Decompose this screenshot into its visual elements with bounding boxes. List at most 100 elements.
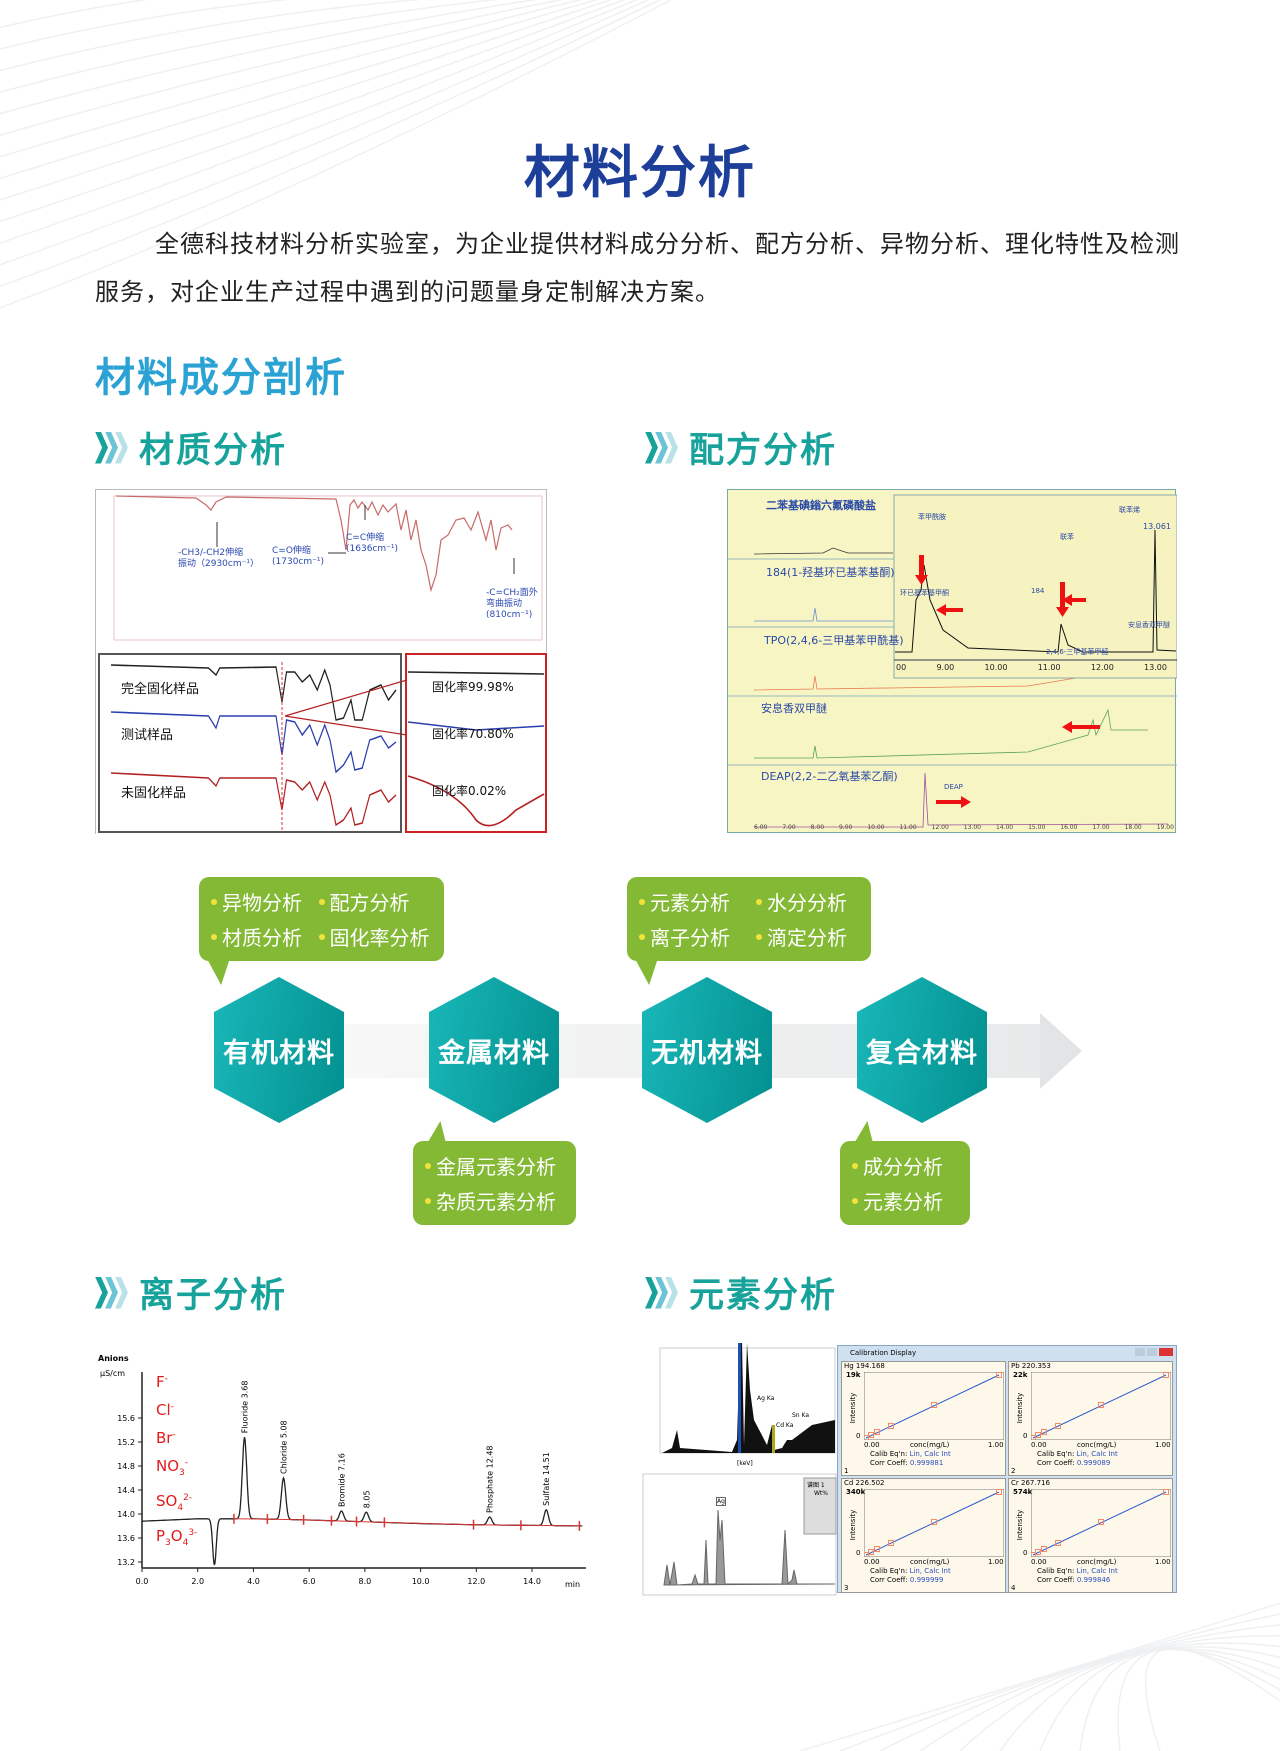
peak-label: Sulfate 14.51 bbox=[542, 1452, 551, 1506]
plot-y0: 0 bbox=[1023, 1549, 1028, 1557]
gcms-tick: 16.00 bbox=[1060, 824, 1078, 831]
ion-legend-item: F- bbox=[156, 1373, 168, 1391]
coeff-value: 0.999846 bbox=[1076, 1576, 1111, 1584]
plot-x1: 1.00 bbox=[1155, 1441, 1171, 1449]
eds-x-unit: [keV] bbox=[737, 1460, 753, 1467]
compound-label: 二苯基碘鎓六氟磷酸盐 bbox=[766, 499, 876, 512]
ftir-annotation-cc: C=C伸缩(1636cm⁻¹) bbox=[346, 533, 399, 554]
window-titlebar: Calibration Display bbox=[838, 1346, 1176, 1360]
bubble-item: 成分分析 bbox=[852, 1151, 958, 1180]
plot-xlabel: conc(mg/L) bbox=[910, 1441, 950, 1449]
bubble-item: 金属元素分析 bbox=[425, 1151, 564, 1180]
inset-tick: 00 bbox=[896, 663, 907, 672]
inset-label: 联苯 bbox=[1060, 533, 1074, 541]
eds-peak-label: Ag bbox=[716, 1497, 726, 1506]
cure-rate: 固化率70.80% bbox=[432, 727, 514, 741]
calibration-plot: Hg 194.168 19k 0 Intensity 0.00 conc(mg/… bbox=[841, 1361, 1006, 1476]
plot-ylabel: Intensity bbox=[849, 1509, 858, 1541]
gcms-tick: 6.00 bbox=[754, 824, 768, 831]
coeff-label: Corr Coeff: bbox=[870, 1459, 908, 1467]
x-axis-unit: min bbox=[565, 1580, 581, 1589]
calibration-point bbox=[1163, 1372, 1169, 1378]
plot-x0: 0.00 bbox=[864, 1558, 880, 1566]
calibration-point bbox=[868, 1432, 874, 1438]
calibration-point bbox=[996, 1489, 1002, 1495]
coeff-label: Corr Coeff: bbox=[1037, 1459, 1075, 1467]
coeff-value: 0.999881 bbox=[909, 1459, 944, 1467]
hex-organic-material: 有机材料 bbox=[214, 977, 344, 1123]
element-analysis-figure: Ag Ka Cd Ka Sn Ka [keV] Ag 谱图 1 Wt% Cali… bbox=[642, 1340, 1178, 1596]
plot-x0: 0.00 bbox=[1031, 1441, 1047, 1449]
y-tick-label: 13.2 bbox=[117, 1558, 135, 1567]
sample-label: 未固化样品 bbox=[121, 786, 187, 801]
bubble-composite: 成分分析 元素分析 bbox=[840, 1141, 970, 1225]
calibration-point bbox=[1041, 1546, 1047, 1552]
gcms-tick: 15.00 bbox=[1028, 824, 1046, 831]
inset-tick: 11.00 bbox=[1037, 663, 1061, 672]
eds-peak-label: Cd Ka bbox=[776, 1422, 794, 1429]
bubble-item: 元素分析 bbox=[852, 1186, 958, 1215]
calibration-plot: Pb 220.353 22k 0 Intensity 0.00 conc(mg/… bbox=[1008, 1361, 1173, 1476]
section-title: 材料成分剖析 bbox=[95, 355, 347, 401]
heading-text: 材质分析 bbox=[139, 431, 288, 471]
plot-x1: 1.00 bbox=[1155, 1558, 1171, 1566]
window-title: Calibration Display bbox=[850, 1349, 917, 1357]
close-button[interactable] bbox=[1159, 1348, 1173, 1356]
gcms-tick: 13.00 bbox=[963, 824, 981, 831]
plot-y0: 0 bbox=[856, 1549, 861, 1557]
inset-tick: 13.00 bbox=[1144, 663, 1167, 672]
compound-label: DEAP(2,2-二乙氧基苯乙酮) bbox=[761, 770, 898, 783]
inset-label: 184 bbox=[1031, 587, 1045, 595]
calibration-point bbox=[874, 1429, 880, 1435]
bubble-item: 元素分析 bbox=[639, 887, 742, 916]
calibration-line bbox=[864, 1489, 1004, 1557]
bubble-item: 滴定分析 bbox=[756, 922, 859, 951]
calibration-point bbox=[888, 1540, 894, 1546]
gcms-figure: 二苯基碘鎓六氟磷酸盐 184(1-羟基环已基苯基酮) TPO(2,4,6-三甲基… bbox=[727, 489, 1177, 833]
gcms-tick: 8.00 bbox=[810, 824, 825, 831]
bubble-metal: 金属元素分析 杂质元素分析 bbox=[413, 1141, 576, 1225]
x-tick-label: 12.0 bbox=[467, 1577, 485, 1586]
gcms-tick: 7.00 bbox=[782, 824, 796, 831]
calibration-point bbox=[1035, 1549, 1041, 1555]
inset-tick: 12.00 bbox=[1090, 663, 1114, 672]
calibration-window: Calibration Display Hg 194.168 19k 0 Int… bbox=[837, 1345, 1177, 1593]
plot-index: 1 bbox=[844, 1467, 849, 1475]
plot-index: 4 bbox=[1011, 1584, 1016, 1592]
maximize-button[interactable] bbox=[1147, 1348, 1157, 1356]
plot-element: Pb 220.353 bbox=[1011, 1362, 1051, 1370]
peak-label: Chloride 5.08 bbox=[280, 1420, 289, 1474]
y-tick-label: 14.8 bbox=[117, 1462, 135, 1471]
x-tick-label: 14.0 bbox=[523, 1577, 541, 1586]
plot-index: 3 bbox=[844, 1584, 849, 1592]
calibration-grid: Hg 194.168 19k 0 Intensity 0.00 conc(mg/… bbox=[838, 1360, 1176, 1594]
sample-label: 测试样品 bbox=[121, 728, 174, 743]
gcms-chromatograms bbox=[728, 494, 1177, 828]
calibration-line bbox=[864, 1372, 1004, 1440]
heading-text: 离子分析 bbox=[139, 1276, 288, 1316]
y-tick-label: 15.6 bbox=[117, 1414, 135, 1423]
ftir-annotation-ch2: -C=CH₂面外弯曲振动(810cm⁻¹) bbox=[486, 588, 538, 620]
bubble-item: 异物分析 bbox=[211, 887, 305, 916]
plot-y0: 0 bbox=[856, 1432, 861, 1440]
inset-label: 安息香双甲醚 bbox=[1128, 621, 1170, 629]
calibration-point bbox=[874, 1546, 880, 1552]
plot-ymax: 19k bbox=[846, 1371, 861, 1379]
x-tick-label: 10.0 bbox=[412, 1577, 430, 1586]
hex-inorganic-material: 无机材料 bbox=[642, 977, 772, 1123]
plot-ymax: 340k bbox=[846, 1488, 866, 1496]
minimize-button[interactable] bbox=[1135, 1348, 1145, 1356]
calibration-point bbox=[1035, 1432, 1041, 1438]
ftir-annotation-ch: -CH3/-CH2伸缩振动（2930cm⁻¹） bbox=[178, 548, 259, 569]
ion-legend: F-Cl-Br-NO3-SO42-P3O43- bbox=[156, 1367, 197, 1556]
sample-label: 完全固化样品 bbox=[121, 682, 200, 697]
ion-legend-item: P3O43- bbox=[156, 1527, 198, 1548]
y-tick-label: 14.4 bbox=[117, 1486, 135, 1495]
plot-element: Hg 194.168 bbox=[844, 1362, 885, 1370]
bubble-item: 离子分析 bbox=[639, 922, 742, 951]
gcms-tick: 14.00 bbox=[995, 824, 1014, 831]
page-title: 材料分析 bbox=[524, 141, 756, 206]
coeff-value: 0.999999 bbox=[909, 1576, 944, 1584]
